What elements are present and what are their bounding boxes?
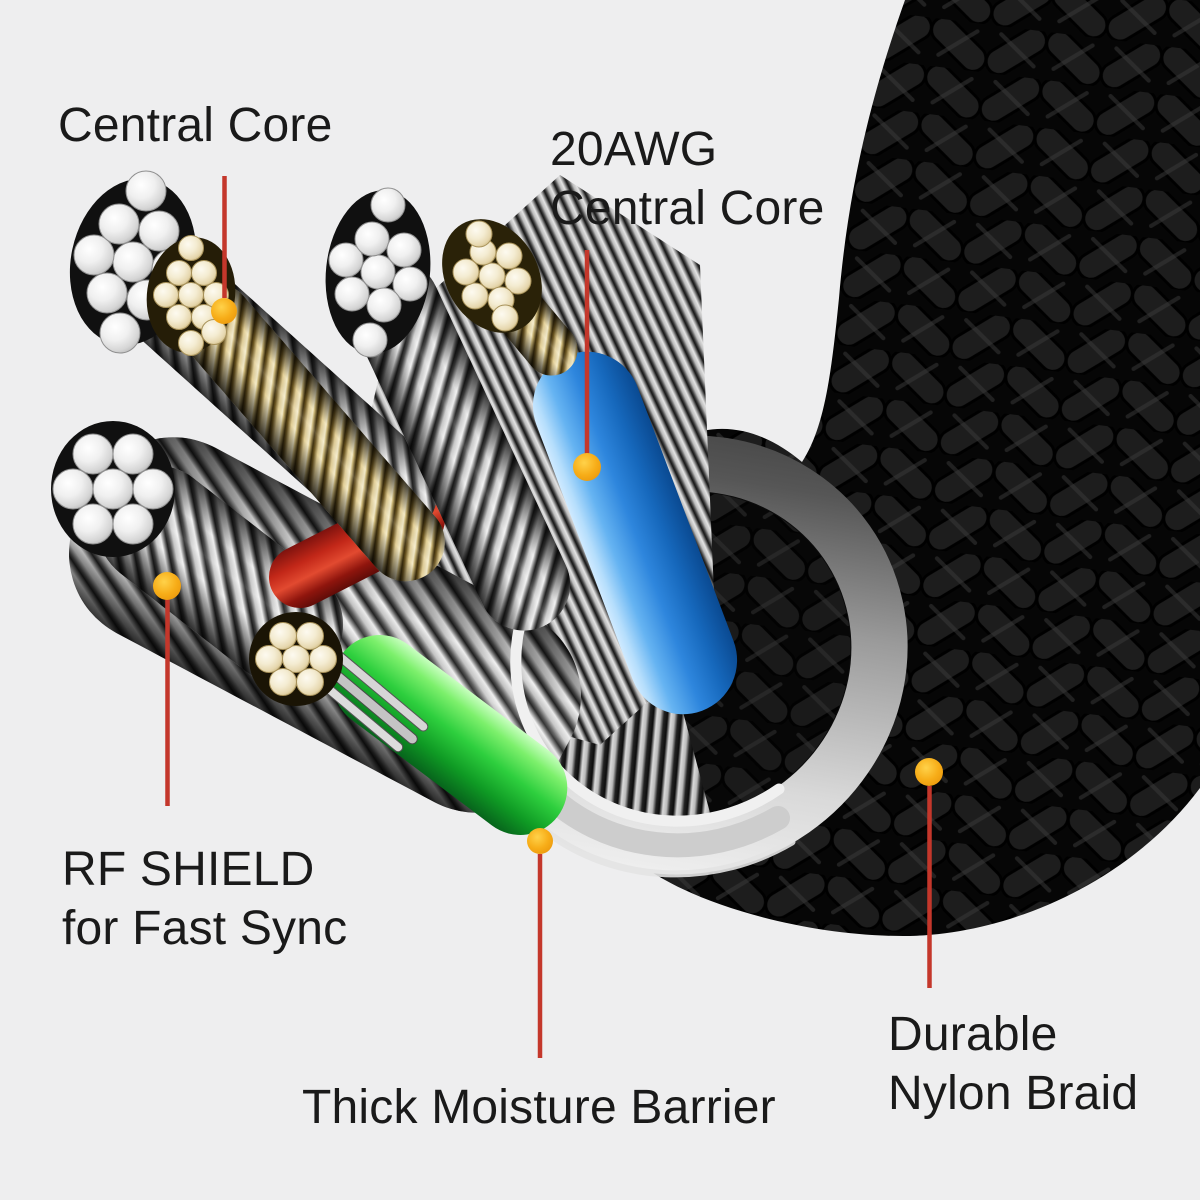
label-awg20-central-core: 20AWG Central Core	[550, 123, 825, 235]
green-wire	[249, 612, 568, 835]
label-thick-moisture-barrier: Thick Moisture Barrier	[302, 1081, 776, 1134]
callout-dot-moisture-barrier	[527, 828, 553, 854]
callout-lines	[165, 176, 932, 1058]
blue-wire	[442, 219, 738, 715]
label-rf-shield: RF SHIELD for Fast Sync	[62, 843, 348, 955]
callout-dot-central-core	[211, 298, 237, 324]
wire-bundle-silver-mid	[325, 187, 571, 631]
callout-dot-rf-shield	[153, 572, 181, 600]
label-central-core: Central Core	[58, 99, 333, 152]
callout-dot-awg20	[573, 453, 601, 481]
label-durable-nylon-braid: Durable Nylon Braid	[888, 1008, 1139, 1120]
callout-dots	[153, 298, 943, 854]
barrier-inner-highlight	[510, 582, 785, 827]
wire-bundle-gold-central-core	[146, 235, 445, 582]
callout-dot-nylon-braid	[915, 758, 943, 786]
